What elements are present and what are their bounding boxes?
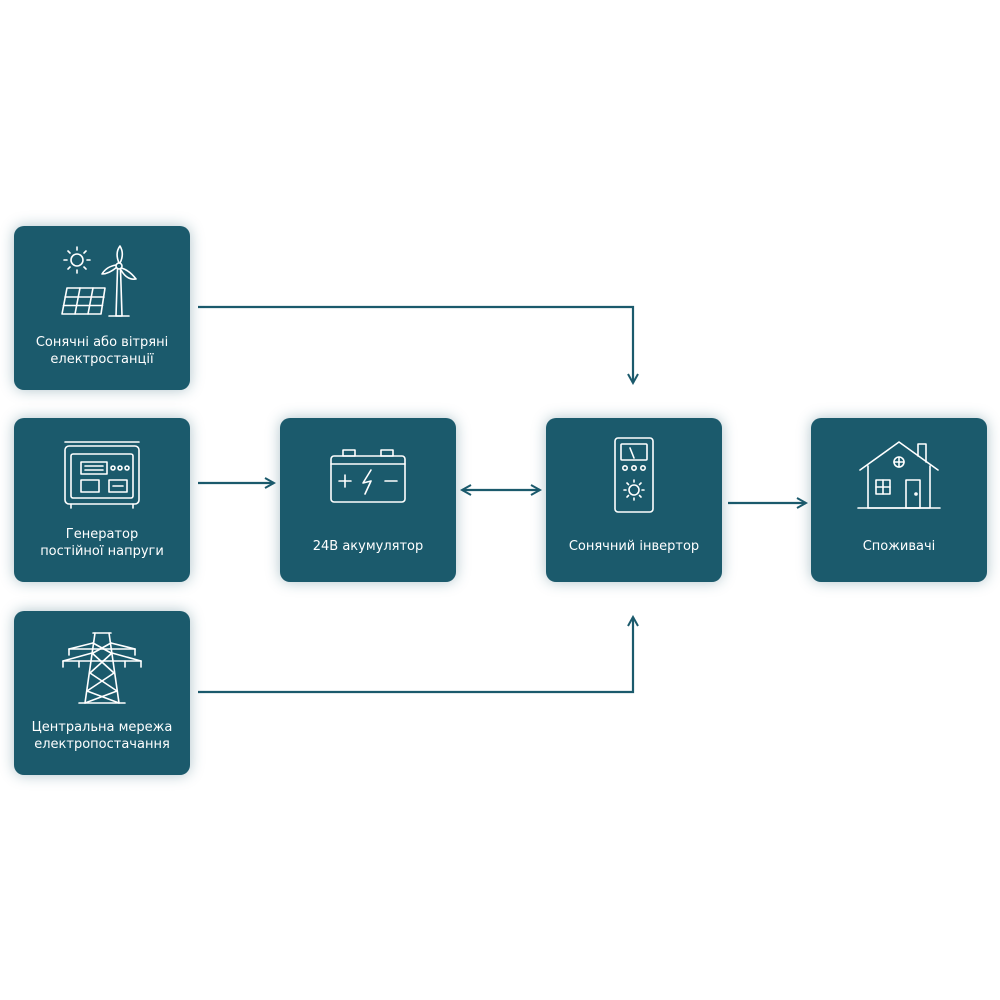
node-label: Споживачі	[862, 539, 936, 554]
node-label: Центральна мережа електропостачання	[31, 720, 173, 752]
node-label: Сонячні або вітряні електростанції	[35, 335, 169, 367]
edge-solar-wind-to-inverter	[198, 305, 633, 383]
node-label: Генератор постійної напруги	[40, 527, 164, 559]
solar-wind-icon	[59, 244, 145, 322]
node-label: Сонячний інвертор	[568, 539, 700, 554]
node-inverter: Сонячний інвертор	[546, 418, 722, 582]
node-solar-wind: Сонячні або вітряні електростанції	[14, 226, 190, 390]
generator-icon	[59, 436, 145, 514]
battery-icon	[325, 436, 411, 514]
node-consumers: Споживачі	[811, 418, 987, 582]
node-battery: 24В акумулятор	[280, 418, 456, 582]
house-icon	[856, 436, 942, 514]
node-grid: Центральна мережа електропостачання	[14, 611, 190, 775]
edge-grid-to-inverter	[198, 617, 633, 694]
node-generator: Генератор постійної напруги	[14, 418, 190, 582]
node-label: 24В акумулятор	[312, 539, 424, 554]
inverter-icon	[591, 436, 677, 514]
power-tower-icon	[59, 629, 145, 707]
